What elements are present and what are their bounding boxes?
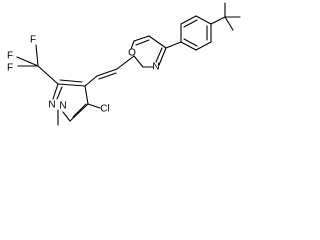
bond-ox-4 (130, 40, 135, 50)
bond-ph-4 (180, 41, 197, 51)
atom-label-f2: F (7, 63, 13, 74)
atom-label-n-pyrazole-2: N (48, 100, 55, 111)
bond-cl (87, 103, 101, 109)
bond-vinyl-2 (96, 68, 118, 77)
bond-pz-4 (69, 103, 89, 122)
bond-pz-3 (62, 111, 71, 122)
atom-labels: F F F N N Cl O N (7, 35, 160, 115)
bond-vinyl-1 (116, 55, 135, 70)
bond-pz-4d (72, 103, 87, 118)
bond-cf3 (37, 65, 59, 85)
bond-ph-oxadiazole (165, 41, 182, 49)
bond-ox-1d (155, 47, 163, 63)
bonds (16, 2, 241, 126)
bond-ox-6 (148, 35, 167, 49)
bond-ph-d2 (183, 38, 198, 47)
bond-ph-5 (195, 41, 212, 51)
atom-label-n-pyrazole-1: N (59, 101, 66, 112)
atom-label-f3: F (30, 35, 36, 46)
atom-label-n-oxadiazole: N (152, 62, 159, 73)
bond-tbu-ring (210, 16, 226, 25)
bond-vinyl-3 (84, 75, 98, 87)
bond-ox-5d (135, 39, 150, 46)
atom-label-cl: Cl (100, 104, 109, 115)
bond-ox-3 (133, 55, 144, 68)
bond-vinyl-2d (98, 72, 117, 80)
bond-pz-2 (52, 83, 59, 100)
atom-label-f1: F (7, 51, 13, 62)
bond-ox-5 (133, 35, 150, 42)
bond-pz-2d (56, 86, 63, 100)
bond-f3 (35, 44, 39, 67)
bond-ox-1 (158, 47, 167, 66)
molecule-structure-diagram: F F F N N Cl O N (7, 2, 241, 126)
bond-ph-d1 (183, 19, 198, 28)
bond-pz-1 (57, 83, 86, 87)
bond-f1 (16, 56, 39, 67)
bond-ph-1 (195, 15, 212, 25)
bond-pz-5 (84, 85, 89, 105)
bond-pz-1d (59, 79, 83, 83)
bond-ph-2 (180, 15, 197, 25)
bond-tbu-3 (224, 16, 234, 31)
atom-label-o-oxadiazole: O (128, 48, 136, 59)
